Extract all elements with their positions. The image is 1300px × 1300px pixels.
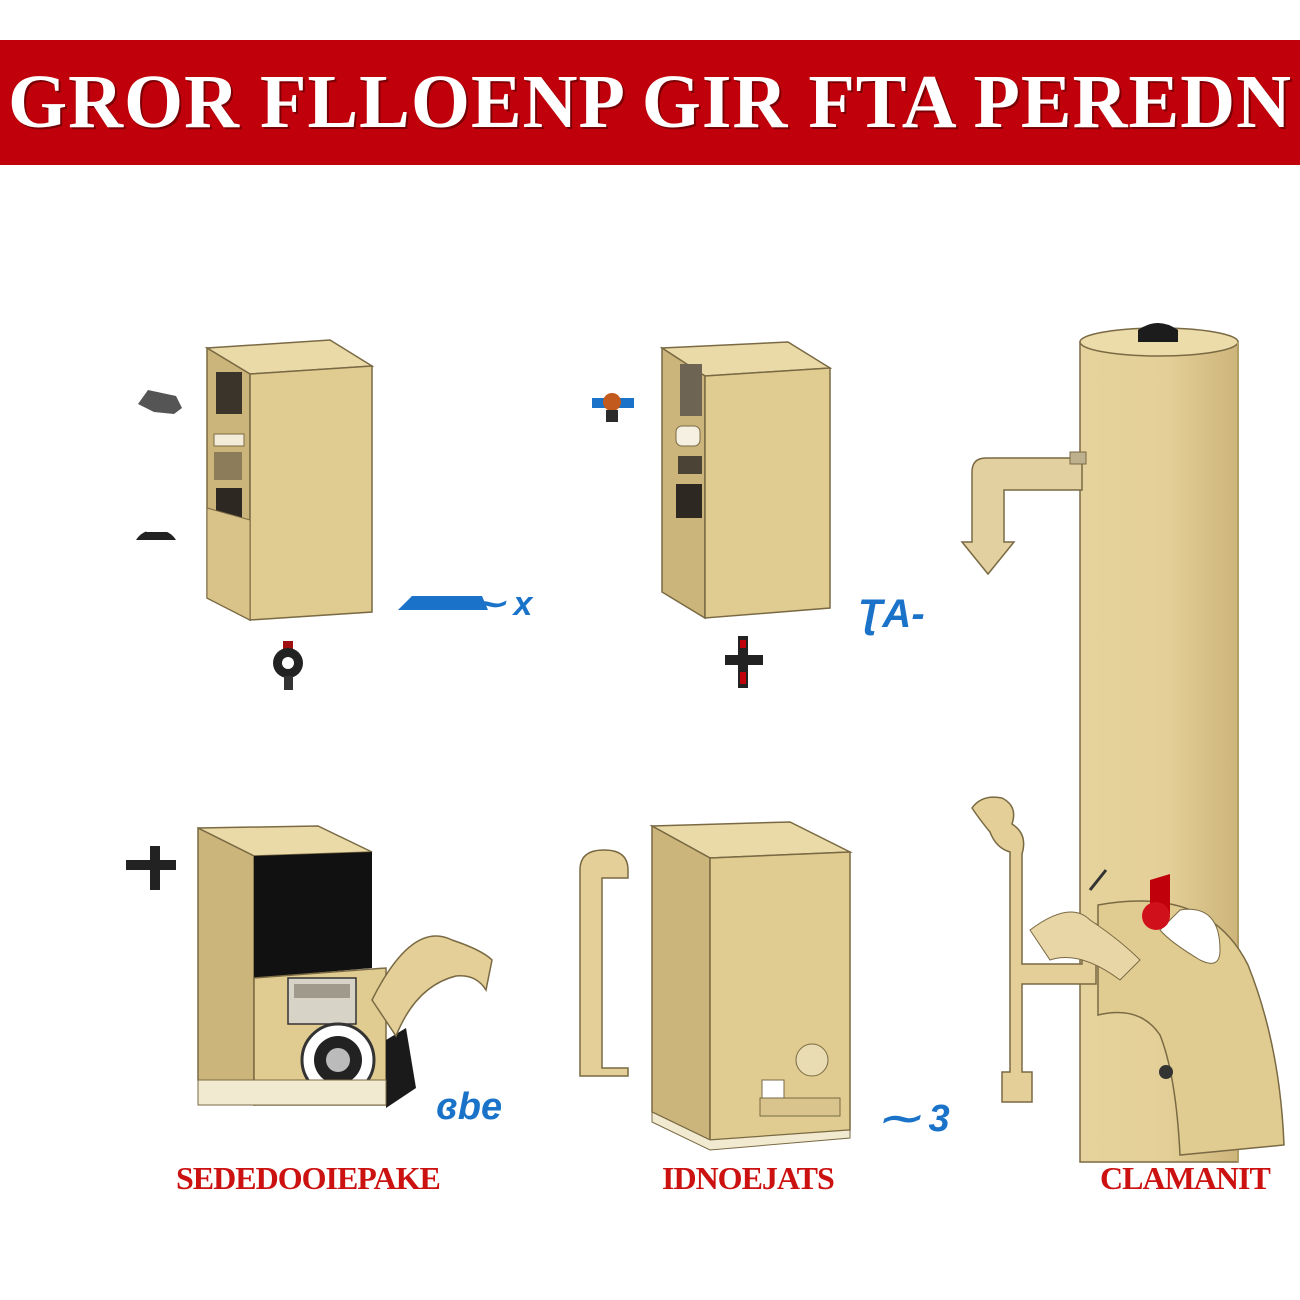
banner-title: GROR FLLOENP GIR FTA PEREDN xyxy=(8,60,1292,144)
outlet-pipe xyxy=(960,451,1087,576)
cabinet-top-middle xyxy=(659,341,833,620)
caption-middle: IDNOEJATS xyxy=(662,1160,835,1196)
valve-cross-icon xyxy=(725,636,763,688)
caption-right: CLAMANIT xyxy=(1100,1160,1271,1196)
flow-label-1: ⁓ x xyxy=(470,585,533,623)
flow-label-4: ⁓ 3 xyxy=(880,1098,950,1140)
gauge-icon xyxy=(273,641,303,690)
flow-label-2: ƮA- xyxy=(858,592,925,636)
flow-label-3: ɞbe xyxy=(436,1086,503,1128)
cabinet-bottom-middle xyxy=(649,821,853,1151)
title-banner: GROR FLLOENP GIR FTA PEREDN xyxy=(0,40,1300,165)
cabinet-bottom-left xyxy=(197,825,493,1108)
pipe-assembly xyxy=(971,796,1141,1103)
heater-base xyxy=(1088,869,1285,1156)
bracket-pipe xyxy=(579,849,629,1077)
thermostat-icon xyxy=(136,529,176,540)
cabinet-top-left xyxy=(204,339,375,622)
fitting-icon xyxy=(126,846,176,890)
connector-icon xyxy=(592,393,634,422)
caption-left: SEDEDOOIEPAKE xyxy=(176,1160,441,1196)
valve-icon xyxy=(138,390,182,414)
flow-arrow-icon xyxy=(398,596,488,610)
